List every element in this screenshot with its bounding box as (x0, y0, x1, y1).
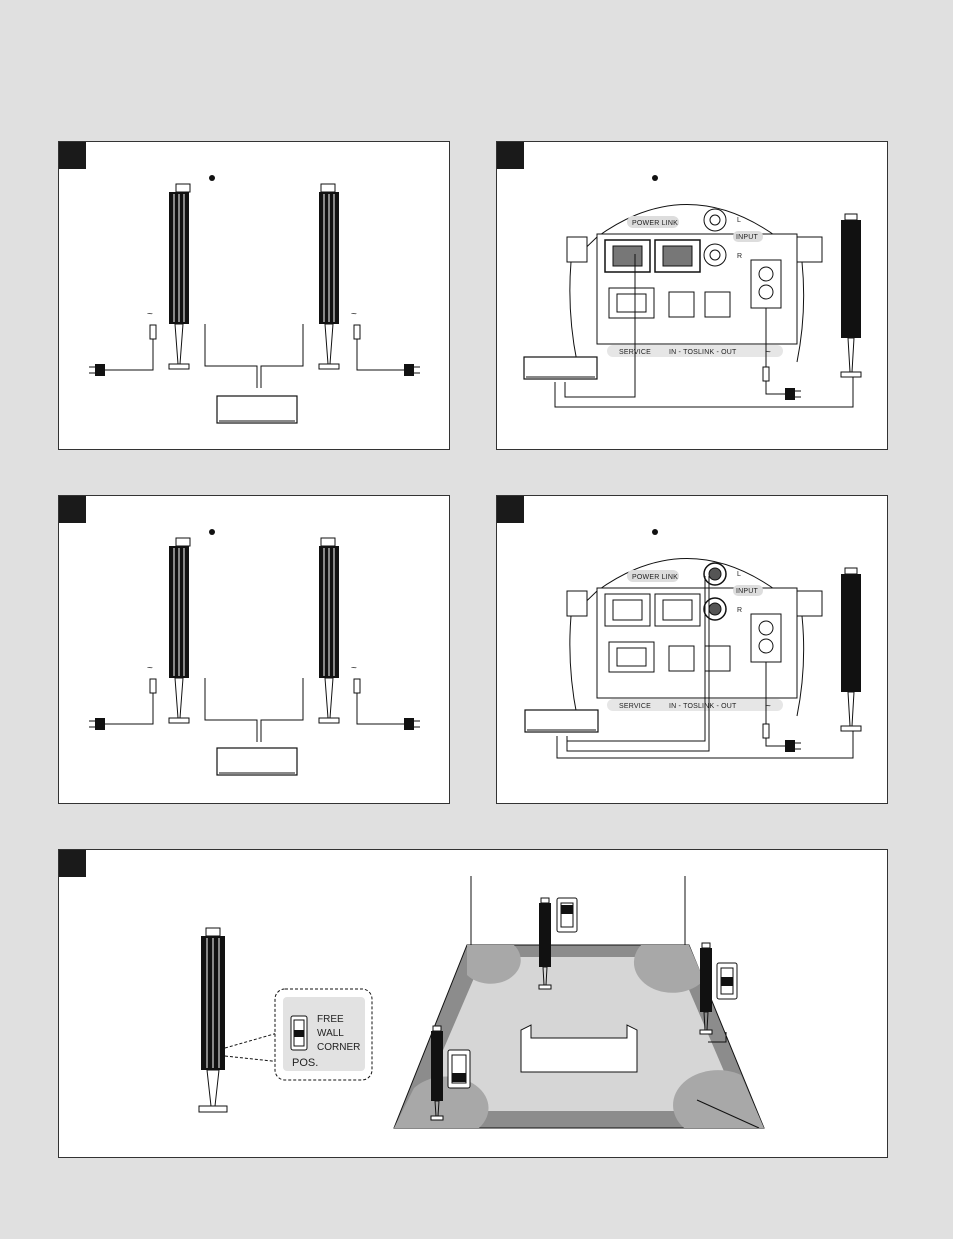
indicator-dot (209, 175, 215, 181)
indicator-dot (652, 175, 658, 181)
power-link-socket (605, 594, 650, 626)
room-placement-diagram: FREE WALL CORNER POS. (59, 850, 888, 1158)
power-plug-icon: ~ (351, 309, 420, 376)
callout-line (225, 1032, 281, 1048)
service-socket (609, 288, 654, 318)
callout-line (225, 1056, 281, 1062)
device-box-icon (525, 710, 598, 732)
switch-option-wall: WALL (317, 1028, 344, 1039)
service-label: SERVICE (619, 703, 651, 710)
input-l-socket (704, 209, 726, 231)
toslink-out-socket (705, 292, 730, 317)
speaker-icon (841, 568, 861, 731)
power-plug-icon: ~ (89, 663, 156, 730)
input-l-socket (704, 563, 726, 585)
svg-text:~: ~ (351, 309, 357, 320)
position-switch-icon (557, 898, 577, 932)
power-link-socket (655, 594, 700, 626)
speaker-icon (841, 214, 861, 377)
input-r-socket (704, 244, 726, 266)
toslink-label: IN - TOSLINK - OUT (669, 703, 737, 710)
connection-panel-housing (567, 205, 822, 363)
input-left-label: L (737, 217, 741, 224)
switch-option-free: FREE (317, 1014, 344, 1025)
mains-socket (751, 260, 781, 308)
toslink-in-socket (669, 292, 694, 317)
device-box-icon (217, 396, 297, 423)
position-switch-icon (717, 963, 737, 999)
connection-panel-diagram: POWER LINK L INPUT R SERVICE IN - TOSLIN… (497, 496, 888, 804)
connection-panel-diagram: POWER LINK L INPUT R SERVICE IN - TOSLIN… (497, 142, 888, 450)
switch-option-corner: CORNER (317, 1042, 360, 1053)
power-plug-icon: ~ (351, 663, 420, 730)
power-link-socket (605, 240, 650, 272)
input-label: INPUT (736, 588, 759, 595)
wired-setup-diagram: ~ ~ (59, 142, 450, 450)
power-link-cables (205, 324, 303, 388)
speaker-icon (199, 928, 227, 1112)
input-right-label: R (737, 253, 742, 260)
position-switch-icon (448, 1050, 470, 1088)
power-link-label: POWER LINK (632, 220, 678, 227)
panel-2-connection-panel-power-link: POWER LINK L INPUT R SERVICE IN - TOSLIN… (496, 141, 888, 450)
input-right-label: R (737, 607, 742, 614)
power-link-socket (655, 240, 700, 272)
input-r-socket (704, 598, 726, 620)
indicator-dot (652, 529, 658, 535)
speaker-icon (169, 538, 190, 723)
connection-panel-housing (567, 559, 822, 717)
wired-setup-diagram: ~ ~ (59, 496, 450, 804)
panel-1-power-link-wired: ~ ~ (58, 141, 450, 450)
service-socket (609, 642, 654, 672)
speaker-icon (319, 184, 339, 369)
toslink-label: IN - TOSLINK - OUT (669, 349, 737, 356)
panel-3-power-link-wired: ~ ~ (58, 495, 450, 804)
speaker-icon (319, 538, 339, 723)
svg-text:~: ~ (147, 309, 153, 320)
position-switch-icon (291, 1016, 307, 1050)
device-box-icon (217, 748, 297, 775)
speaker-icon (169, 184, 190, 369)
device-box-icon (524, 357, 597, 379)
toslink-in-socket (669, 646, 694, 671)
power-link-cables (205, 678, 303, 742)
input-label: INPUT (736, 234, 759, 241)
room-walls (471, 876, 685, 945)
power-plug-icon: ~ (89, 309, 156, 376)
svg-text:~: ~ (147, 663, 153, 674)
indicator-dot (209, 529, 215, 535)
power-link-label: POWER LINK (632, 574, 678, 581)
panel-5-position-switch-placement: FREE WALL CORNER POS. (58, 849, 888, 1158)
switch-pos-label: POS. (292, 1057, 318, 1069)
svg-text:~: ~ (351, 663, 357, 674)
mains-socket (751, 614, 781, 662)
panel-4-connection-panel-line-input: POWER LINK L INPUT R SERVICE IN - TOSLIN… (496, 495, 888, 804)
input-left-label: L (737, 571, 741, 578)
